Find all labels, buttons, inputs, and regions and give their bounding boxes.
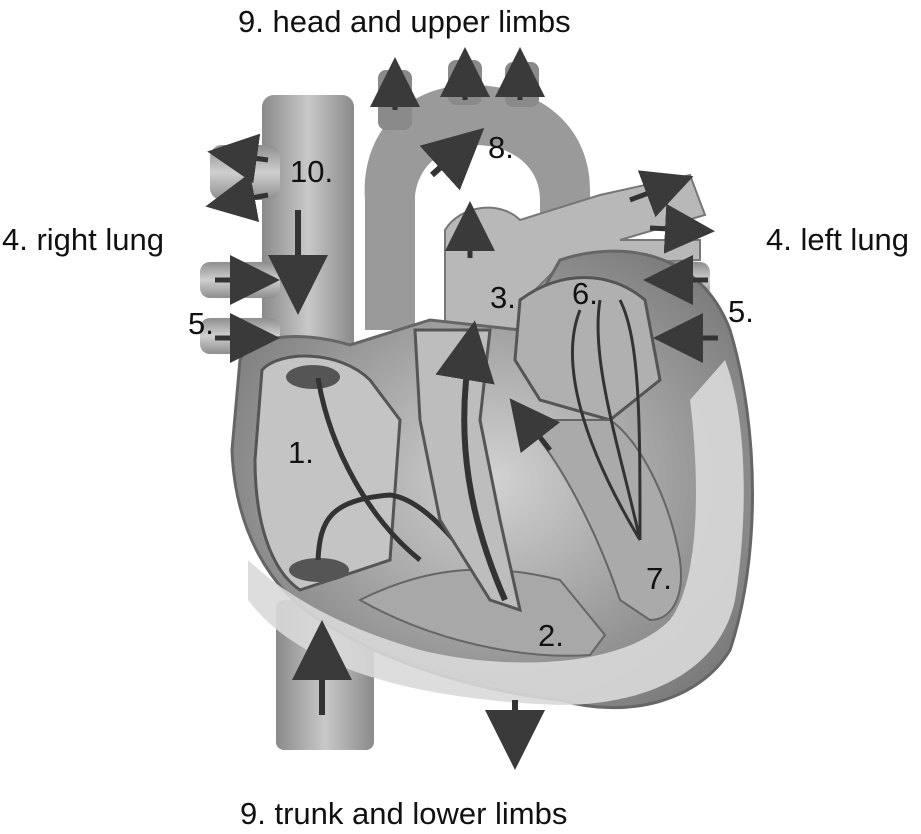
arrow-pulm-right-lower <box>649 203 715 254</box>
arrow-pulm-left-upper <box>207 133 269 184</box>
label-10: 10. <box>290 154 334 189</box>
label-head-upper-limbs: 9. head and upper limbs <box>238 4 571 39</box>
arrow-left-ventricle <box>509 398 561 454</box>
label-trunk-lower-limbs: 9. trunk and lower limbs <box>240 796 568 831</box>
right-atrium <box>253 354 402 592</box>
label-3: 3. <box>490 280 516 315</box>
arrow-aorta-arch <box>419 127 485 191</box>
arrow-pulm-right-upper <box>629 170 694 218</box>
right-ventricle <box>357 568 607 657</box>
vein-branch-upper <box>210 145 280 200</box>
left-chordae-3 <box>571 309 642 541</box>
tricuspid-ring-bottom <box>289 558 349 582</box>
arrow-pulm-left-lower <box>205 172 269 223</box>
label-8: 8. <box>488 130 514 165</box>
outflow-arrow-line <box>435 320 508 602</box>
left-atrium <box>513 276 662 422</box>
label-5-left: 5. <box>188 306 214 341</box>
label-5-right: 5. <box>728 294 754 329</box>
label-7: 7. <box>646 561 672 596</box>
label-2: 2. <box>538 618 564 653</box>
label-1: 1. <box>288 435 314 470</box>
left-chordae-2 <box>618 299 642 541</box>
label-6: 6. <box>572 276 598 311</box>
left-ventricle <box>539 419 682 622</box>
tricuspid-ring-top <box>286 365 340 389</box>
label-right-lung: 4. right lung <box>2 222 164 257</box>
label-left-lung: 4. left lung <box>766 222 910 257</box>
right-atrium-flow <box>315 377 422 562</box>
left-chordae-1 <box>596 299 642 541</box>
